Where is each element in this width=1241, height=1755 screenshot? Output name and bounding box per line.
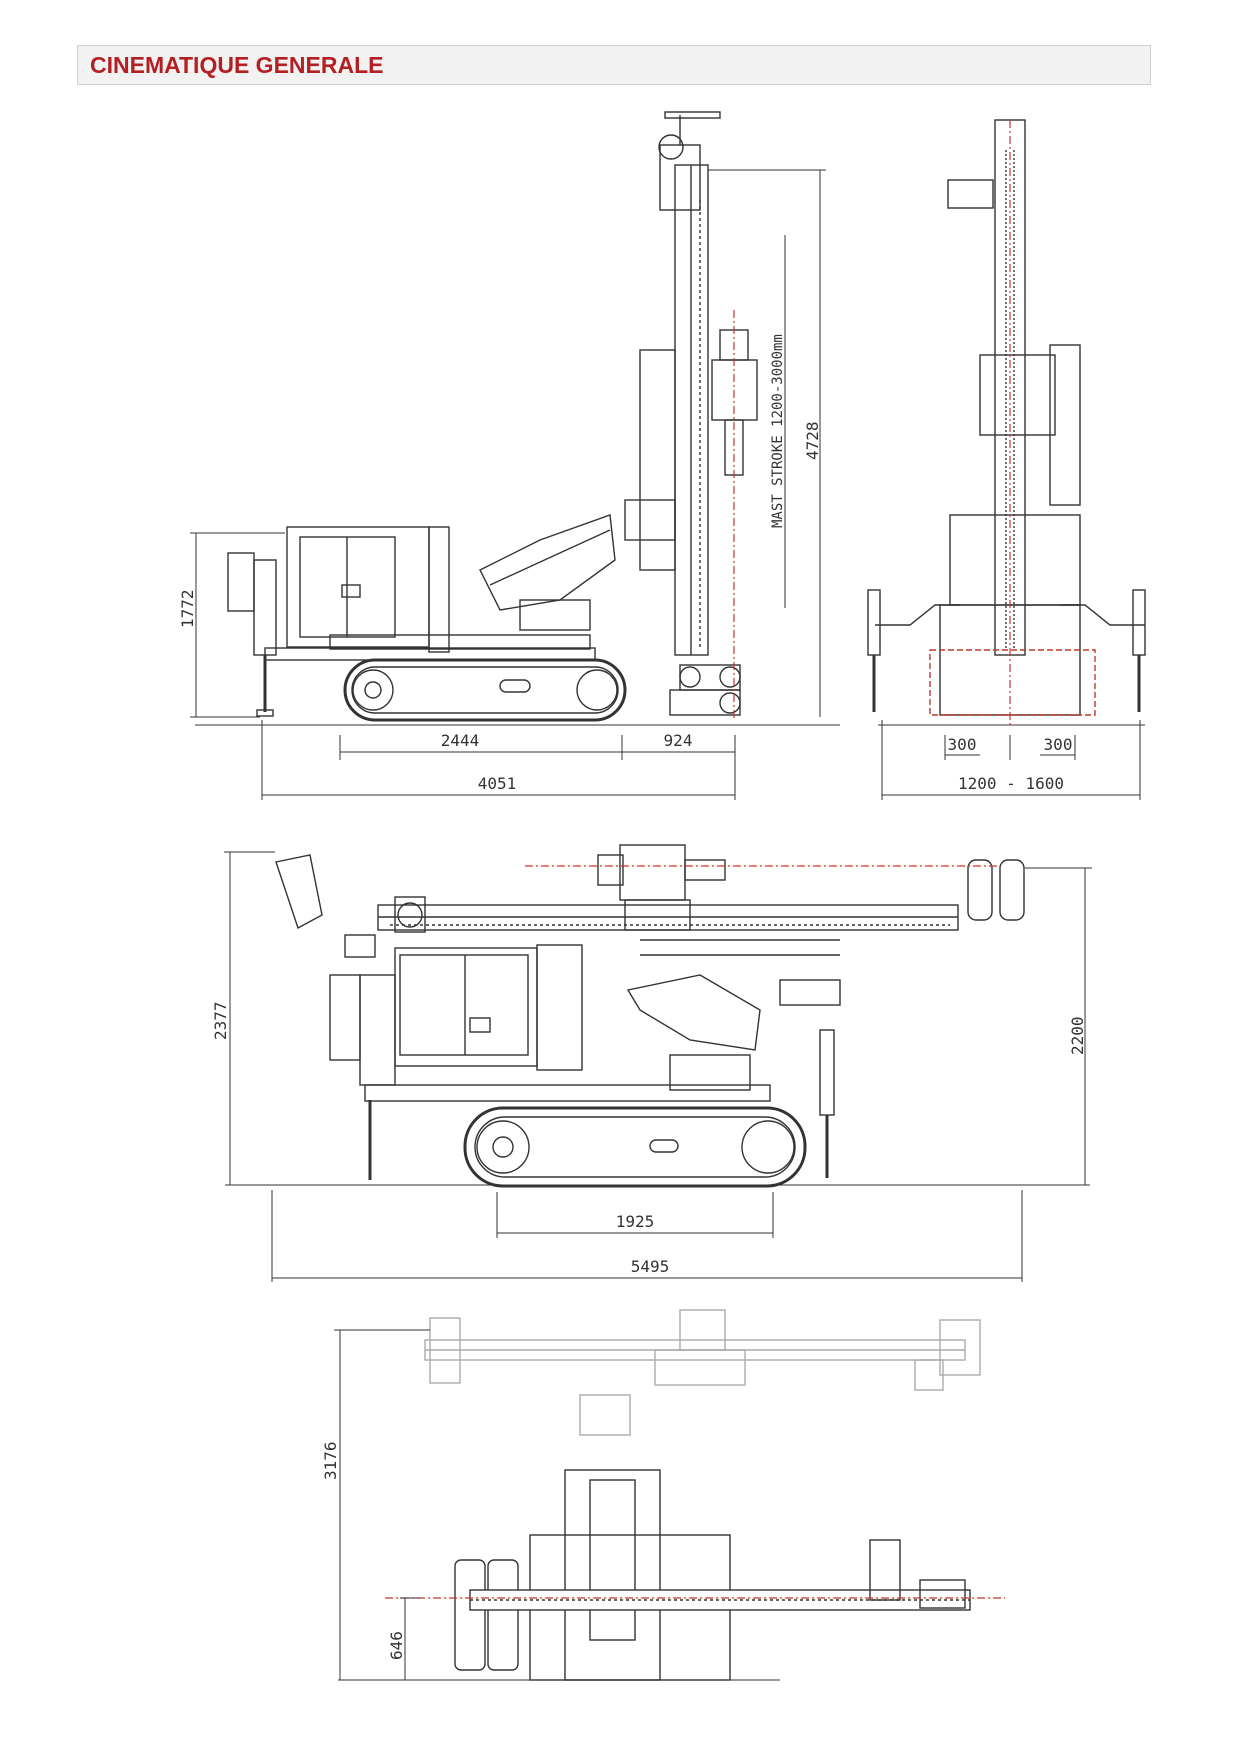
rear-view-dimensions [881, 720, 1141, 800]
rear-view [867, 119, 1146, 726]
section-title: CINEMATIQUE GENERALE [90, 52, 384, 78]
plan-view-dimensions [334, 1329, 430, 1680]
transport-view [225, 844, 1090, 1188]
dim-plan-offset: 646 [387, 1631, 406, 1660]
side-view [195, 111, 840, 726]
dim-side-mast-offset: 924 [664, 731, 693, 750]
dim-side-height-body: 1772 [178, 589, 197, 628]
plan-view [338, 1309, 1005, 1681]
side-view-dimensions [190, 169, 826, 800]
dim-rear-width-range: 1200 - 1600 [958, 774, 1064, 793]
dim-transport-height-left: 2377 [211, 1001, 230, 1040]
dim-side-track-length: 2444 [441, 731, 480, 750]
transport-view-dimensions [224, 851, 1092, 1282]
dim-rear-offset-right: 300 [1044, 735, 1073, 754]
dim-plan-width: 3176 [321, 1441, 340, 1480]
dim-side-height-total: 4728 [803, 421, 822, 460]
dim-transport-overall-length: 5495 [631, 1257, 670, 1276]
dim-rear-offset-left: 300 [948, 735, 977, 754]
dim-mast-stroke: MAST STROKE 1200-3000mm [770, 334, 786, 528]
section-header: CINEMATIQUE GENERALE [77, 45, 1151, 85]
dim-transport-track-length: 1925 [616, 1212, 655, 1231]
dim-transport-height-right: 2200 [1068, 1016, 1087, 1055]
dim-side-overall-length: 4051 [478, 774, 517, 793]
